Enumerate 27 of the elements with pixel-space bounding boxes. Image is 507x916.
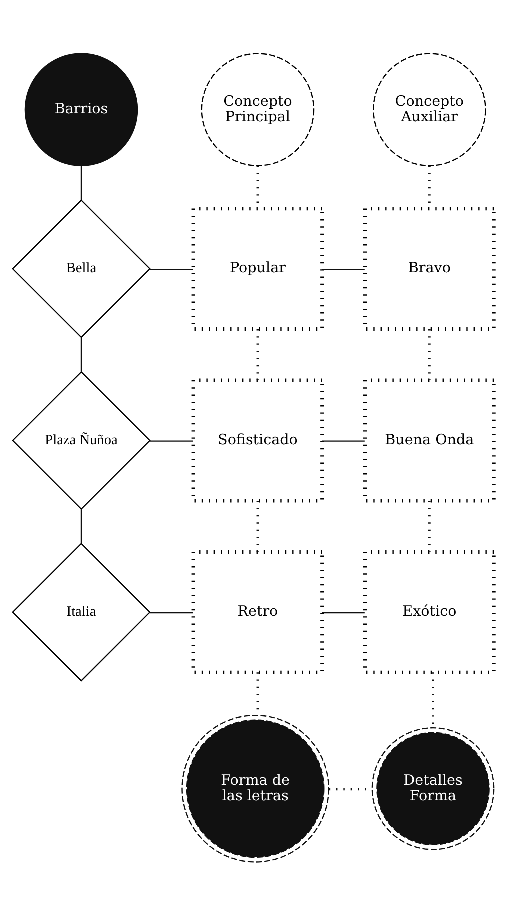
- connector: [322, 269, 365, 270]
- node-box: Buena Onda: [364, 378, 496, 503]
- connector: [428, 501, 431, 552]
- connector: [256, 330, 260, 380]
- connector: [150, 269, 194, 270]
- node-box: Bravo: [364, 207, 496, 331]
- node-diamond: Plaza Ñuñoa: [12, 371, 151, 510]
- node-circle: Forma de las letras: [182, 714, 330, 863]
- connector: [80, 338, 82, 372]
- node-circle: Detalles Forma: [372, 728, 495, 850]
- node-box: Sofisticado: [192, 378, 324, 503]
- node-circle: Barrios: [24, 53, 138, 166]
- node-box: Exótico: [364, 550, 496, 674]
- node-box: Popular: [192, 207, 324, 331]
- connector: [322, 612, 365, 614]
- node-circle: Concepto Auxiliar: [373, 53, 486, 166]
- node-box: Retro: [192, 550, 324, 674]
- node-circle: Concepto Principal: [201, 53, 315, 166]
- connector: [150, 440, 194, 442]
- connector: [80, 510, 82, 544]
- node-diamond: Italia: [12, 543, 151, 682]
- connector: [256, 501, 260, 552]
- connector: [150, 612, 194, 614]
- connector: [80, 166, 82, 200]
- node-diamond: Bella: [12, 200, 151, 338]
- connector: [428, 330, 431, 380]
- connector: [322, 440, 365, 442]
